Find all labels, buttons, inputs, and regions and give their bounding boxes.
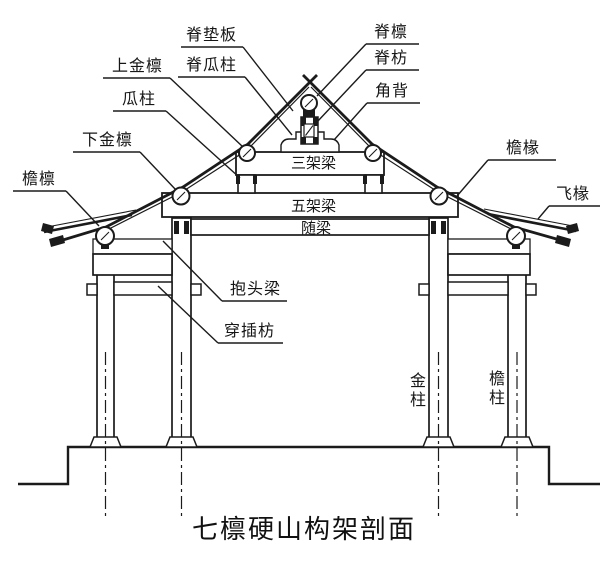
flying-rafter-right [487,212,577,233]
label-ridge-post: 脊瓜柱 [186,57,238,74]
purlins [95,94,526,249]
main-beams [161,151,459,236]
label-lower-gold-purlin: 下金檩 [82,132,134,149]
label-five-purlin-beam: 五架梁 [291,198,337,215]
label-upper-gold-purlin: 上金檩 [112,58,164,75]
through-tie-beams [86,281,537,296]
flying-rafter-left [43,213,133,234]
label-three-purlin-beam: 三架梁 [291,155,337,172]
ridge-post-assembly [300,108,319,145]
platform [18,445,600,486]
label-leader-lines [13,43,600,344]
label-ridge-board: 脊垫板 [186,27,238,44]
label-through-tie: 穿插枋 [224,323,276,340]
column-centerlines [104,352,518,516]
label-melon-post: 瓜柱 [122,91,157,108]
diagram-caption: 七檩硬山构架剖面 [192,514,417,544]
label-ridge-tie: 脊枋 [374,50,409,67]
column-head-flanges [174,221,446,234]
follow-beam-rect [190,218,430,236]
label-follow-beam: 随梁 [301,220,332,237]
head-beams [92,238,531,276]
melon-posts [236,174,384,194]
label-eave-rafter: 檐椽 [506,140,541,157]
column-bases [88,436,535,448]
five-purlin-beam-rect [161,192,459,218]
label-head-beam: 抱头梁 [230,281,282,298]
label-flying-rafter: 飞椽 [556,186,591,203]
label-gold-column: 金柱 [407,372,424,410]
label-corner-back: 角背 [375,83,410,100]
label-ridge-purlin: 脊檩 [374,24,409,41]
label-eave-column: 檐柱 [486,370,503,408]
label-eave-purlin: 檐檩 [22,171,57,188]
